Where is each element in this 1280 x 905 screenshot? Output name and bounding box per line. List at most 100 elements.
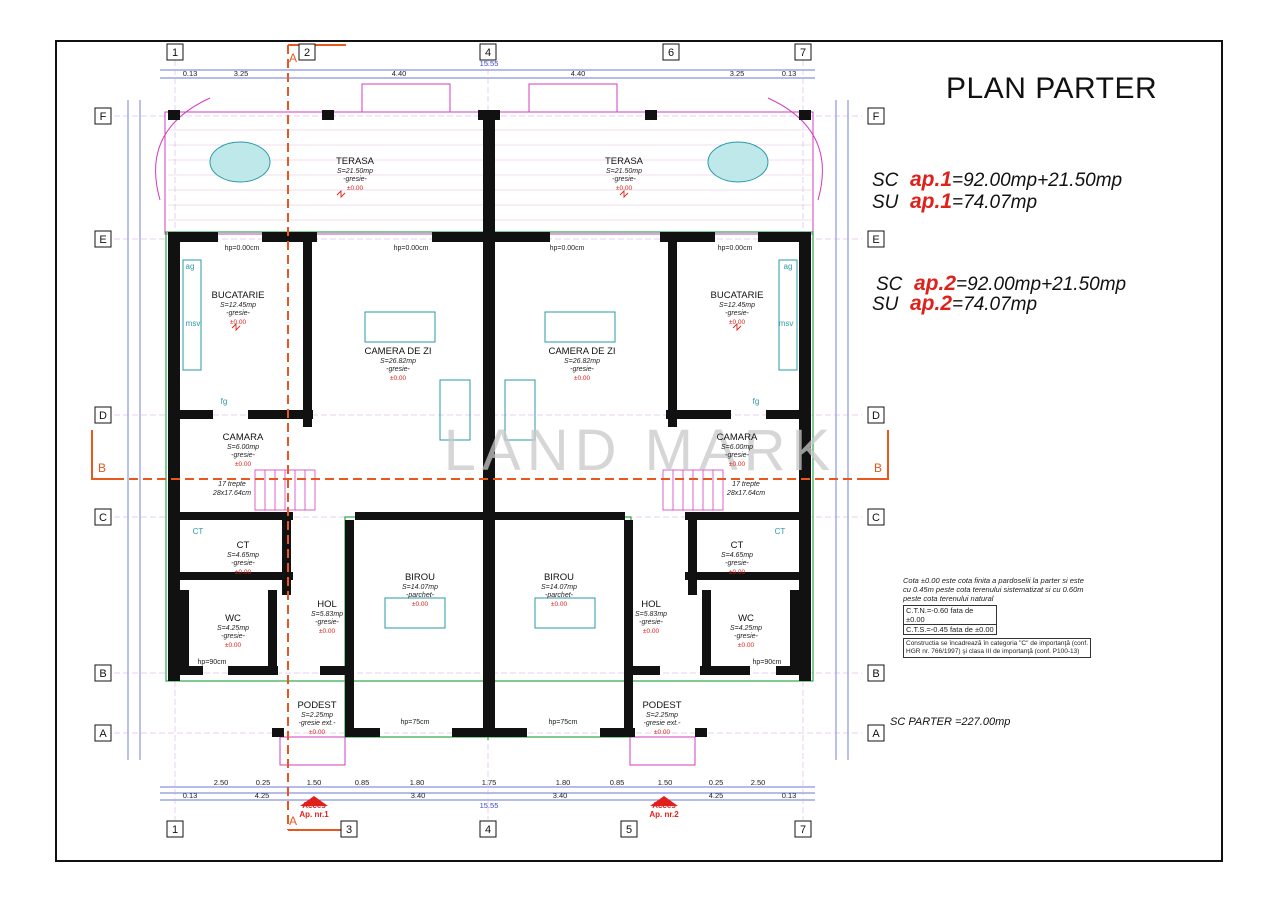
room-area: S=4.25mp — [730, 625, 762, 632]
grid-label-bottom-3-box — [340, 820, 358, 838]
room-name-wc: WC — [738, 613, 754, 624]
grid-label-right-A: A — [872, 728, 880, 740]
grid-label-left-D-box — [94, 406, 112, 424]
room-name-terasa: TERASA — [605, 156, 644, 167]
room-name-camera-de-zi: CAMERA DE ZI — [548, 346, 615, 357]
dim-top-total: 15.55 — [480, 59, 499, 68]
room-finish: -gresie ext.- — [299, 720, 337, 727]
room-area: S=14.07mp — [402, 584, 438, 591]
grid-label-left-C: C — [99, 512, 107, 524]
dim-top: 4.40 — [392, 69, 407, 78]
room-level: ±0.00 — [309, 729, 326, 736]
grid-label-bottom-5: 5 — [626, 824, 632, 836]
grid-label-left-B: B — [99, 668, 106, 680]
dim-bottom: 1.75 — [482, 778, 497, 787]
room-area: S=21.50mp — [337, 168, 373, 175]
room-finish: -gresie- — [725, 310, 749, 317]
dim-top: 3.25 — [730, 69, 745, 78]
room-level: ±0.00 — [738, 642, 755, 649]
note-ctn: C.T.N.=-0.60 fata de ±0.00 — [903, 605, 997, 625]
room-name-podest: PODEST — [297, 700, 336, 711]
room-name-camara: CAMARA — [223, 432, 264, 443]
dim-top: 0.13 — [782, 69, 797, 78]
room-area: S=5.83mp — [635, 611, 667, 618]
room-name-bucatarie: BUCATARIE — [711, 290, 764, 301]
room-area: S=6.00mp — [227, 444, 259, 451]
room-level: ±0.00 — [551, 601, 568, 608]
dim-bottom: 2.50 — [214, 778, 229, 787]
room-level: ±0.00 — [390, 375, 407, 382]
ap2-sc-value: =92.00mp+21.50mp — [956, 274, 1127, 295]
room-level: ±0.00 — [412, 601, 429, 608]
grid-label-top-6-box — [662, 43, 680, 61]
grid-label-top-4: 4 — [485, 47, 491, 59]
ap2-su-value: =74.07mp — [952, 294, 1038, 315]
room-area: S=26.82mp — [380, 358, 416, 365]
grid-label-bottom-5-box — [620, 820, 638, 838]
acces-label: Acces — [302, 801, 326, 810]
room-finish: -gresie- — [725, 452, 749, 459]
room-area: S=4.25mp — [217, 625, 249, 632]
hp-label: hp=0.00cm — [225, 245, 260, 252]
room-finish: -gresie- — [570, 366, 594, 373]
hp-label: hp=0.00cm — [394, 245, 429, 252]
room-finish: -gresie- — [226, 310, 250, 317]
room-finish: -gresie- — [734, 633, 758, 640]
room-level: ±0.00 — [235, 569, 252, 576]
room-area: S=2.25mp — [646, 712, 678, 719]
grid-label-right-E-box — [867, 230, 885, 248]
dim-bottom-2: 3.40 — [411, 791, 426, 800]
room-name-camara: CAMARA — [717, 432, 758, 443]
acces-apartment: Ap. nr.2 — [649, 810, 679, 819]
section-a-top: A — [289, 51, 297, 65]
grid-label-left-F-box — [94, 107, 112, 125]
dim-bottom-2: 0.13 — [782, 791, 797, 800]
room-name-podest: PODEST — [642, 700, 681, 711]
dim-bottom: 2.50 — [751, 778, 766, 787]
room-finish: -parchet- — [545, 592, 574, 599]
dim-bottom: 1.50 — [307, 778, 322, 787]
sc-label: SC — [876, 274, 903, 295]
hp-label: hp=75cm — [401, 719, 430, 726]
ap1-name-su: ap.1 — [910, 190, 953, 213]
room-level: ±0.00 — [654, 729, 671, 736]
note-cota: Cota ±0.00 este cota finita a pardoselii… — [903, 576, 1084, 603]
room-level: ±0.00 — [574, 375, 591, 382]
grid-label-top-2: 2 — [304, 47, 310, 59]
dim-bottom: 1.80 — [410, 778, 425, 787]
dim-top: 0.13 — [183, 69, 198, 78]
stair-dims: 28x17.64cm — [726, 490, 765, 497]
room-finish: -gresie- — [231, 560, 255, 567]
room-area: S=2.25mp — [301, 712, 333, 719]
ap1-name: ap.1 — [910, 168, 953, 191]
room-level: ±0.00 — [616, 185, 633, 192]
ap1-su-value: =74.07mp — [952, 192, 1038, 213]
room-area: S=12.45mp — [719, 302, 755, 309]
room-name-hol: HOL — [641, 599, 661, 610]
appliance-fg: fg — [753, 397, 760, 406]
acces-apartment: Ap. nr.1 — [299, 810, 329, 819]
room-area: S=6.00mp — [721, 444, 753, 451]
room-finish: -gresie- — [612, 176, 636, 183]
room-finish: -gresie- — [639, 619, 663, 626]
grid-label-right-B-box — [867, 664, 885, 682]
boiler-ct: CT — [193, 527, 204, 536]
watermark: LAND MARK — [444, 418, 836, 483]
dim-bottom-2: 4.25 — [255, 791, 270, 800]
grid-label-bottom-7-box — [794, 820, 812, 838]
room-finish: -parchet- — [406, 592, 435, 599]
room-level: ±0.00 — [347, 185, 364, 192]
grid-label-right-F-box — [867, 107, 885, 125]
section-b-left: B — [98, 461, 106, 475]
stair-steps: 17 trepte — [218, 481, 246, 488]
grid-label-left-A: A — [99, 728, 107, 740]
room-name-birou: BIROU — [544, 572, 574, 583]
room-level: ±0.00 — [729, 569, 746, 576]
room-area: S=26.82mp — [564, 358, 600, 365]
sc-label: SC — [872, 170, 899, 191]
hp-label: hp=75cm — [549, 719, 578, 726]
dim-bottom: 0.85 — [355, 778, 370, 787]
room-finish: -gresie- — [231, 452, 255, 459]
appliance-msv: msv — [186, 319, 201, 328]
